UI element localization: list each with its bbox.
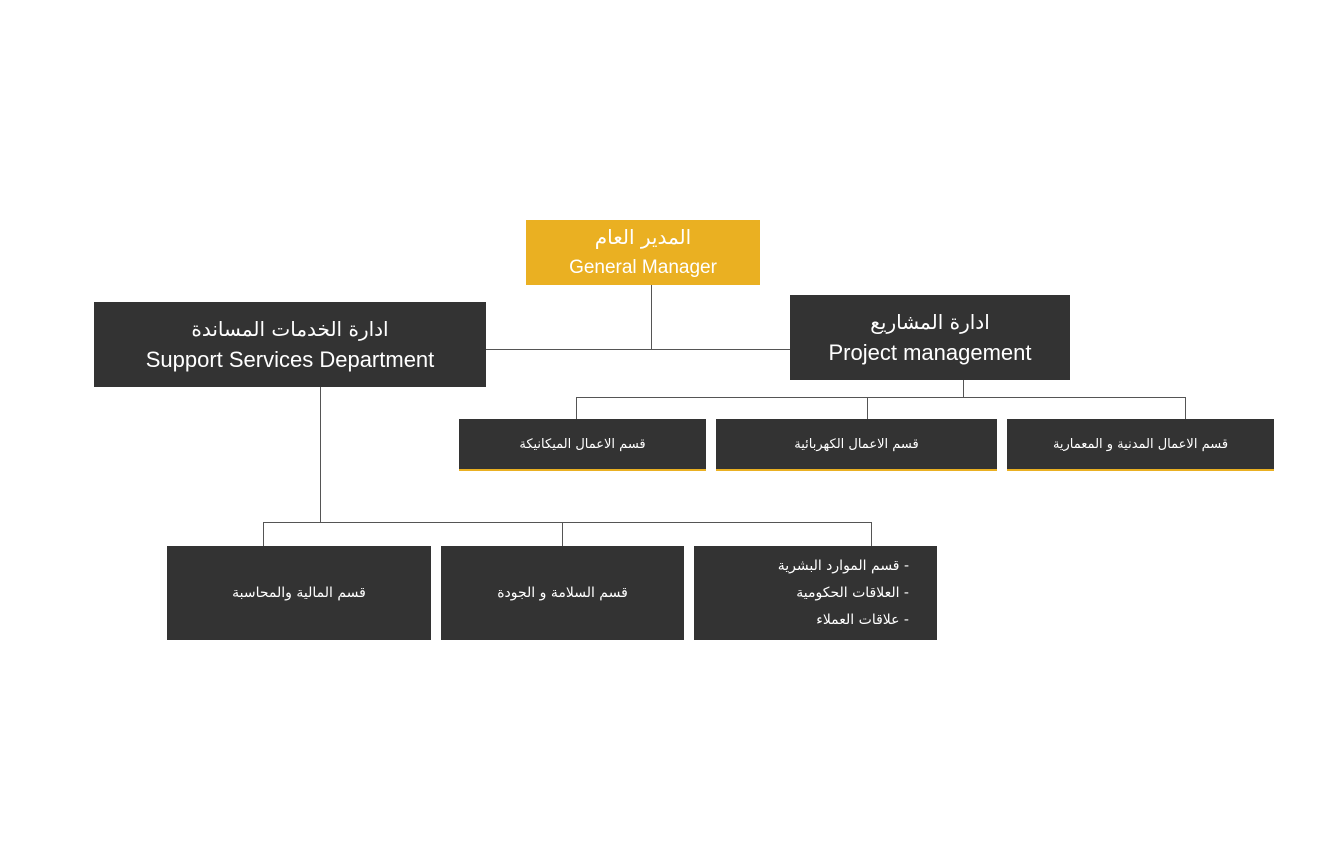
- connector: [867, 397, 868, 419]
- general-manager-node: المدير العام General Manager: [526, 220, 760, 285]
- node-label: قسم الاعمال المدنية و المعمارية: [1052, 436, 1229, 452]
- list-item: - علاقات العملاء: [816, 611, 909, 628]
- connector: [576, 397, 1186, 398]
- civil-section-node: قسم الاعمال المدنية و المعمارية: [1007, 419, 1274, 471]
- project-management-node: ادارة المشاريع Project management: [790, 295, 1070, 380]
- list-item: - قسم الموارد البشرية: [777, 557, 909, 574]
- connector: [263, 522, 872, 523]
- connector: [486, 349, 790, 350]
- node-label: قسم المالية والمحاسبة: [232, 585, 366, 601]
- connector: [576, 397, 577, 419]
- connector: [263, 522, 264, 546]
- node-title-ar: المدير العام: [594, 224, 692, 249]
- connector: [651, 285, 652, 349]
- support-services-node: ادارة الخدمات المساندة Support Services …: [94, 302, 486, 387]
- connector: [320, 387, 321, 522]
- node-label: قسم الاعمال الكهربائية: [794, 436, 919, 452]
- node-title-ar: ادارة الخدمات المساندة: [191, 316, 389, 341]
- connector: [562, 522, 563, 546]
- node-title-ar: ادارة المشاريع: [870, 309, 990, 334]
- node-title-en: General Manager: [569, 256, 717, 278]
- list-item: - العلاقات الحكومية: [796, 584, 909, 601]
- node-label: قسم السلامة و الجودة: [497, 585, 628, 601]
- node-label: قسم الاعمال الميكانيكة: [519, 436, 646, 452]
- node-title-en: Support Services Department: [145, 346, 435, 372]
- connector: [871, 522, 872, 546]
- node-title-en: Project management: [828, 339, 1032, 365]
- connector: [963, 380, 964, 397]
- hr-section-node: - قسم الموارد البشرية - العلاقات الحكومي…: [694, 546, 937, 640]
- connector: [1185, 397, 1186, 419]
- safety-section-node: قسم السلامة و الجودة: [441, 546, 684, 640]
- electrical-section-node: قسم الاعمال الكهربائية: [716, 419, 997, 471]
- mechanical-section-node: قسم الاعمال الميكانيكة: [459, 419, 706, 471]
- finance-section-node: قسم المالية والمحاسبة: [167, 546, 431, 640]
